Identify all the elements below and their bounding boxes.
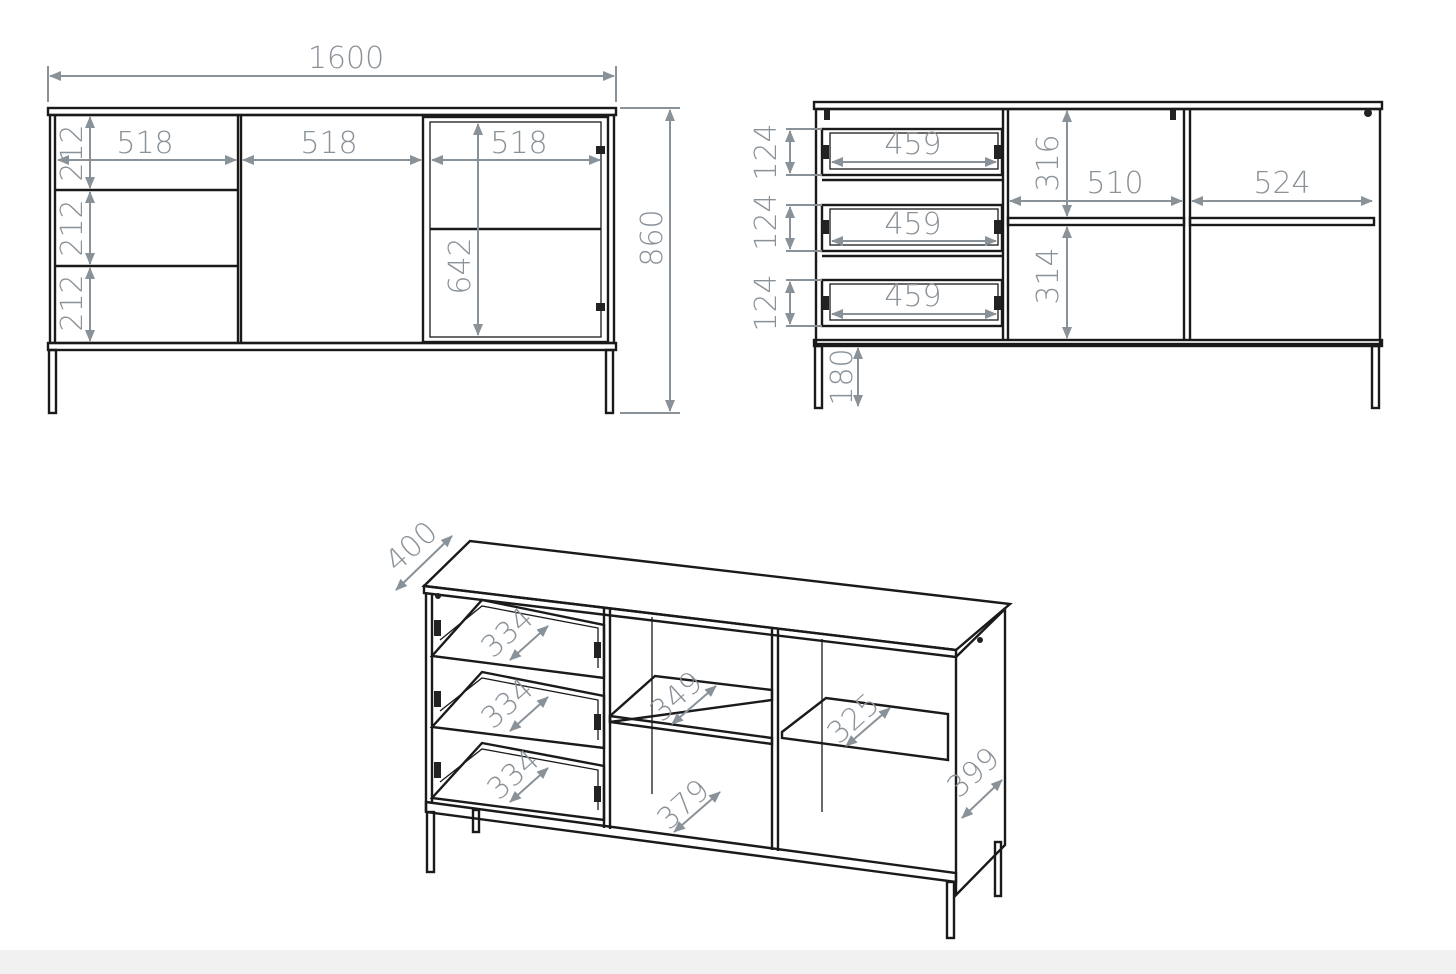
dim-drawer-height-1: 212 <box>55 124 90 181</box>
dim-right-shelf-depth: 325 <box>821 687 887 751</box>
open-view: 124 124 124 459 459 459 316 314 510 <box>749 100 1384 410</box>
bottom-band <box>0 950 1456 974</box>
dim-total-height: 860 <box>635 209 670 266</box>
dim-mid-shelf-depth: 349 <box>644 665 710 729</box>
iso-dimensions: 400 334 334 334 349 325 379 399 <box>379 515 1007 837</box>
dim-drawer-front-1: 124 <box>749 123 784 180</box>
dim-drawer-front-3: 124 <box>749 274 784 331</box>
dim-drawer-width-2: 518 <box>300 126 357 161</box>
dim-upper-height: 316 <box>1031 134 1066 191</box>
dim-drawer-inner-1: 459 <box>884 127 941 162</box>
dim-drawer-width-1: 518 <box>116 126 173 161</box>
dim-side-depth: 399 <box>941 741 1007 805</box>
dim-right-width: 524 <box>1253 166 1310 201</box>
dim-leg-height: 180 <box>825 348 860 405</box>
dim-drawer-front-2: 124 <box>749 193 784 250</box>
front-view: 1600 860 518 518 518 212 212 212 642 <box>46 41 680 415</box>
open-cabinet <box>812 100 1384 410</box>
dim-glass-height: 642 <box>443 237 478 294</box>
dim-bottom-depth: 379 <box>651 773 717 837</box>
dim-drawer-inner-3: 459 <box>884 279 941 314</box>
dim-middle-width: 510 <box>1086 166 1143 201</box>
iso-view: 400 334 334 334 349 325 379 399 <box>379 515 1013 940</box>
dim-drawer-inner-2: 459 <box>884 207 941 242</box>
iso-cabinet <box>421 539 1013 940</box>
dim-drawer-width-3: 518 <box>490 126 547 161</box>
front-dimensions: 1600 860 518 518 518 212 212 212 642 <box>47 41 680 414</box>
dim-drawer-height-2: 212 <box>55 199 90 256</box>
dim-depth: 400 <box>379 515 445 579</box>
front-cabinet <box>46 106 618 415</box>
dim-total-width: 1600 <box>308 41 384 76</box>
dim-lower-height: 314 <box>1031 247 1066 304</box>
open-dimensions: 124 124 124 459 459 459 316 314 510 <box>749 110 1373 407</box>
dim-drawer-height-3: 212 <box>55 274 90 331</box>
